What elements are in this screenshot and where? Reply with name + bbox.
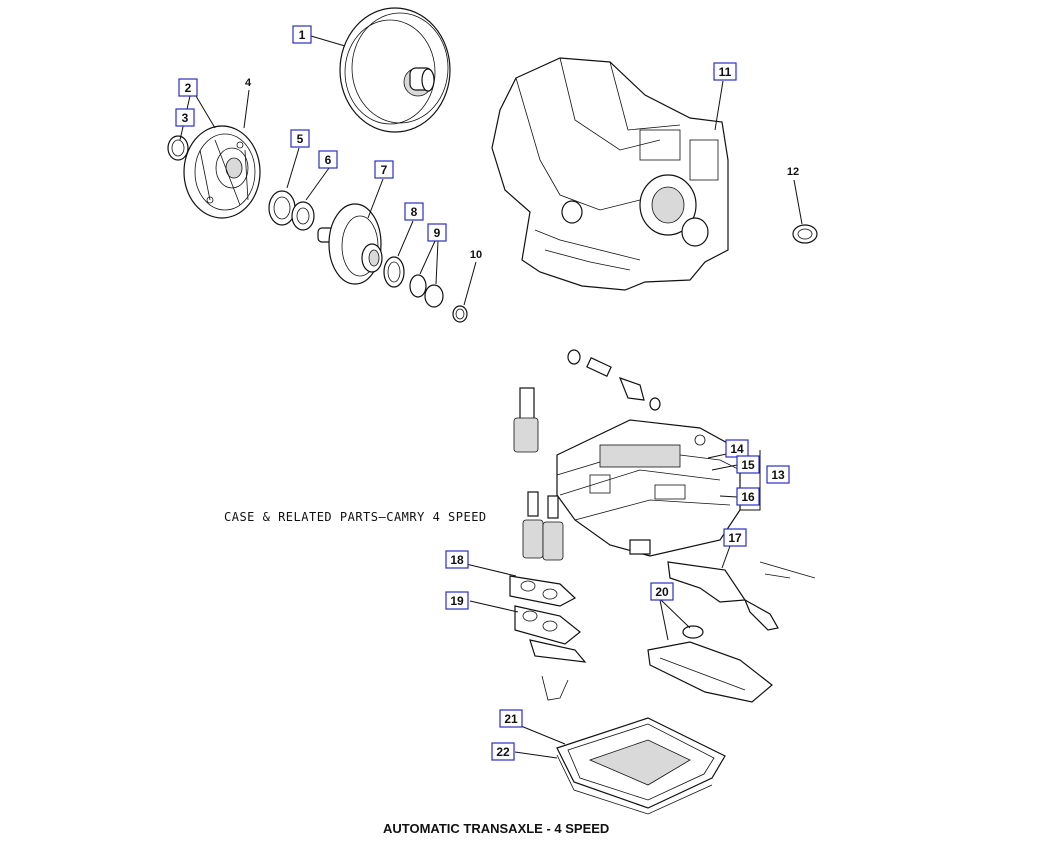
- callout-7: 7: [374, 160, 394, 179]
- callout-14: 14: [725, 439, 749, 458]
- callout-11: 11: [713, 62, 737, 81]
- svg-text:7: 7: [381, 163, 388, 177]
- svg-text:6: 6: [325, 153, 332, 167]
- svg-text:2: 2: [185, 81, 192, 95]
- callout-22: 22: [491, 742, 515, 761]
- svg-text:9: 9: [434, 226, 441, 240]
- callout-2: 2: [178, 78, 198, 97]
- svg-text:18: 18: [450, 553, 464, 567]
- callout-5: 5: [290, 129, 310, 148]
- side-seal-drawing: [792, 224, 818, 244]
- callout-8: 8: [404, 202, 424, 221]
- manual-valve-lever-drawing: [667, 561, 816, 631]
- valve-body-gaskets-drawing: [509, 575, 587, 701]
- svg-text:22: 22: [496, 745, 510, 759]
- callout-17: 17: [723, 528, 747, 547]
- oil-pump-body-drawing: [183, 125, 261, 219]
- svg-text:14: 14: [730, 442, 744, 456]
- svg-text:5: 5: [297, 132, 304, 146]
- svg-text:11: 11: [719, 65, 732, 79]
- oil-strainer-drawing: [647, 625, 773, 703]
- callout-9: 9: [427, 223, 447, 242]
- callout-15: 15: [736, 455, 760, 474]
- callout-10: 10: [470, 249, 482, 261]
- svg-text:17: 17: [728, 531, 742, 545]
- callout-4: 4: [245, 77, 252, 89]
- leader-lines: [179, 35, 803, 759]
- accumulator-pistons-drawing: [513, 387, 564, 561]
- svg-text:12: 12: [787, 166, 799, 178]
- svg-text:10: 10: [470, 249, 482, 261]
- throttle-valve-parts-drawing: [567, 349, 661, 411]
- stator-shaft-drawing: [317, 203, 383, 285]
- diagram-title: AUTOMATIC TRANSAXLE - 4 SPEED: [383, 821, 610, 836]
- callout-3: 3: [175, 108, 195, 127]
- svg-text:1: 1: [299, 28, 306, 42]
- oil-pan-drawing: [556, 717, 726, 815]
- svg-text:4: 4: [245, 77, 252, 89]
- pump-seal-drawing: [167, 135, 189, 161]
- callout-16: 16: [736, 487, 760, 506]
- pump-gears-drawing: [268, 190, 315, 231]
- callout-12: 12: [787, 166, 799, 178]
- seal-rings-drawing: [383, 256, 468, 323]
- svg-text:15: 15: [741, 458, 755, 472]
- svg-text:3: 3: [182, 111, 189, 125]
- svg-text:13: 13: [771, 468, 785, 482]
- callout-13: 13: [766, 465, 790, 484]
- diagram-subtitle: CASE & RELATED PARTS—CAMRY 4 SPEED: [224, 510, 487, 524]
- svg-text:16: 16: [741, 490, 755, 504]
- svg-text:8: 8: [411, 205, 418, 219]
- torque-converter-drawing: [339, 7, 451, 133]
- callout-19: 19: [445, 591, 469, 610]
- callout-21: 21: [499, 709, 523, 728]
- callout-18: 18: [445, 550, 469, 569]
- svg-text:20: 20: [655, 585, 669, 599]
- callout-1: 1: [292, 25, 312, 44]
- svg-text:19: 19: [450, 594, 464, 608]
- callout-6: 6: [318, 150, 338, 169]
- transaxle-case-drawing: [491, 57, 729, 291]
- valve-body-drawing: [556, 419, 741, 557]
- callout-20: 20: [650, 582, 674, 601]
- svg-text:21: 21: [504, 712, 518, 726]
